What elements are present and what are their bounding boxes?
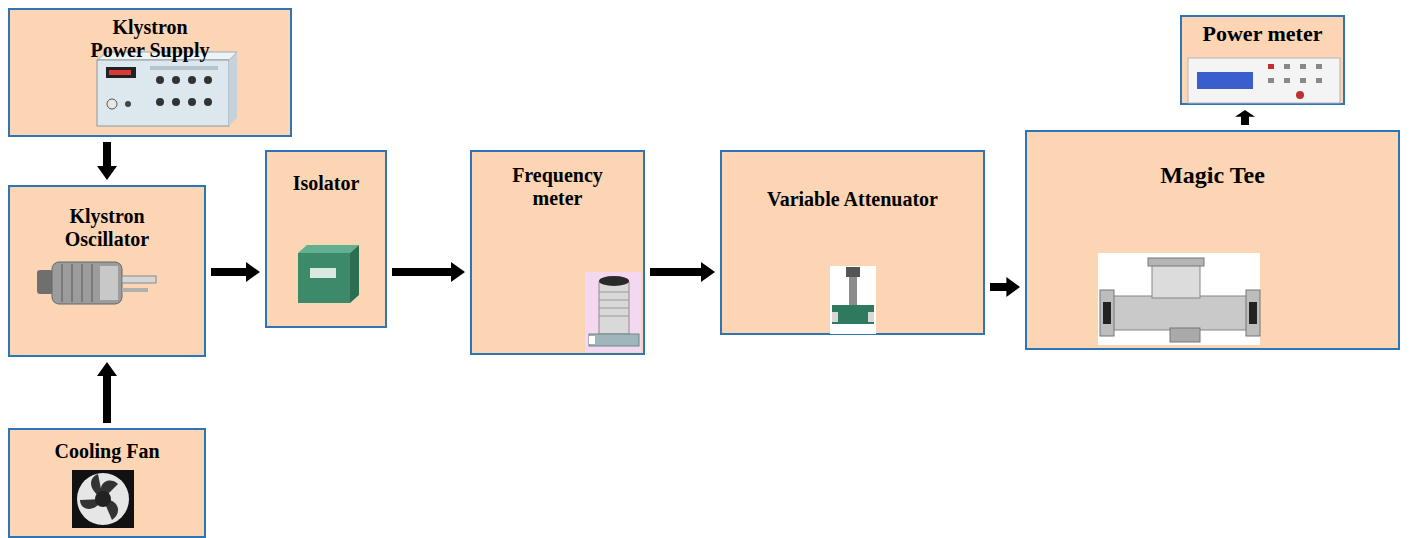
flow-arrow xyxy=(392,262,465,282)
component-label: Power meter xyxy=(1203,21,1323,46)
isolator-picture xyxy=(298,245,359,303)
fan-picture xyxy=(72,470,134,528)
component-label: Klystron Oscillator xyxy=(45,205,170,251)
component-label: Frequency meter xyxy=(495,164,620,210)
flow-arrow xyxy=(990,277,1020,297)
frequency-meter-picture xyxy=(585,272,641,352)
klystron-picture xyxy=(37,262,156,304)
flow-arrow xyxy=(211,262,260,282)
component-label: Klystron Power Supply xyxy=(88,16,213,62)
flow-arrow xyxy=(1235,110,1255,125)
component-label: Magic Tee xyxy=(1160,162,1265,190)
attenuator-picture xyxy=(830,266,876,334)
flow-arrow xyxy=(650,262,715,282)
power-supply-picture xyxy=(97,52,237,126)
flow-arrow xyxy=(97,362,117,423)
component-label: Isolator xyxy=(293,172,360,195)
flow-arrow xyxy=(97,142,117,180)
component-label: Variable Attenuator xyxy=(767,188,938,211)
component-label: Cooling Fan xyxy=(54,440,159,463)
magic-tee-picture xyxy=(1098,253,1260,345)
power-meter-picture xyxy=(1188,58,1340,103)
